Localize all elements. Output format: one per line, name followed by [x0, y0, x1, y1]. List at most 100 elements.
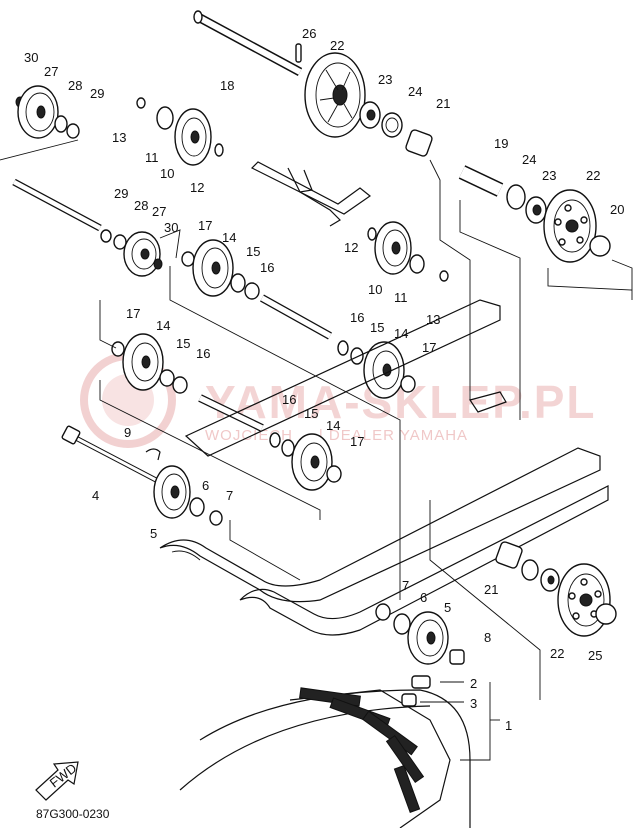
- fwd-label: FWD: [47, 760, 80, 790]
- label-10-right: 10: [368, 282, 382, 297]
- wheel-22-right: [543, 189, 597, 263]
- nut-13-right: [439, 270, 449, 282]
- wheel-22-top: [304, 52, 366, 138]
- label-17-left: 17: [126, 306, 140, 321]
- label-4: 4: [92, 488, 99, 503]
- pin-9: [145, 448, 161, 461]
- label-14-mid: 14: [326, 418, 340, 433]
- label-29-mid: 29: [114, 186, 128, 201]
- label-16-mid: 16: [282, 392, 296, 407]
- label-16-right: 16: [350, 310, 364, 325]
- center-arm: [250, 161, 372, 227]
- label-1: 1: [505, 718, 512, 733]
- spacer-21-top: [405, 129, 433, 157]
- label-30-mid: 30: [164, 220, 178, 235]
- slide-rail-front: [159, 447, 601, 603]
- label-27-top: 27: [44, 64, 58, 79]
- wheel-14-upper: [192, 239, 234, 297]
- label-14-upper: 14: [222, 230, 236, 245]
- label-25: 25: [588, 648, 602, 663]
- wheel-27-top: [17, 85, 59, 139]
- axle-19: [458, 165, 504, 197]
- label-17-upper: 17: [198, 218, 212, 233]
- label-27-mid: 27: [152, 204, 166, 219]
- bearing-11-right: [409, 254, 425, 274]
- label-15-mid: 15: [304, 406, 318, 421]
- leader-lines: [0, 139, 633, 761]
- label-14-left: 14: [156, 318, 170, 333]
- nut-30-mid: [153, 258, 163, 270]
- label-12-right: 12: [344, 240, 358, 255]
- label-19: 19: [494, 136, 508, 151]
- label-28-top: 28: [68, 78, 82, 93]
- pin-26: [295, 43, 302, 63]
- wheel-5-left: [153, 465, 191, 519]
- label-26: 26: [302, 26, 316, 41]
- nut-13-top: [136, 97, 146, 109]
- collar-29-top: [66, 123, 80, 139]
- axle-short-upper: [260, 294, 332, 340]
- label-22-lower: 22: [550, 646, 564, 661]
- nut-7-left: [209, 510, 223, 526]
- bearing-6-left: [189, 497, 205, 517]
- label-23-right: 23: [542, 168, 556, 183]
- axle-short-middle: [198, 394, 264, 432]
- bearing-28-mid: [113, 234, 127, 250]
- label-6-right: 6: [420, 590, 427, 605]
- bearing-11-top: [156, 106, 174, 130]
- label-24-top: 24: [408, 84, 422, 99]
- cap-20: [589, 235, 611, 257]
- nut-17-right: [400, 375, 416, 393]
- wheel-5-right: [407, 611, 449, 665]
- label-14-right: 14: [394, 326, 408, 341]
- label-6-left: 6: [202, 478, 209, 493]
- wheel-10-right: [374, 221, 412, 275]
- wheel-10-top: [174, 108, 212, 166]
- label-23-top: 23: [378, 72, 392, 87]
- nut-17-upper: [181, 251, 195, 267]
- clip-12-top: [214, 143, 224, 157]
- collar-24-top: [381, 112, 403, 138]
- spacer-21-lower: [495, 541, 523, 569]
- fwd-arrow-icon: FWD: [35, 760, 80, 801]
- nut-8: [449, 649, 465, 665]
- label-11-top: 11: [145, 150, 159, 165]
- label-5-right: 5: [444, 600, 451, 615]
- label-18: 18: [220, 78, 234, 93]
- label-15-left: 15: [176, 336, 190, 351]
- label-21-top: 21: [436, 96, 450, 111]
- bearing-15-right: [350, 347, 364, 365]
- label-15-right: 15: [370, 320, 384, 335]
- collar-16-left: [172, 376, 188, 394]
- bearing-6-right: [393, 613, 411, 635]
- cap-25: [595, 603, 617, 625]
- label-30-top: 30: [24, 50, 38, 65]
- label-13-top: 13: [112, 130, 126, 145]
- track-belt: [179, 675, 471, 828]
- wheel-27-mid: [123, 231, 161, 277]
- label-3: 3: [470, 696, 477, 711]
- shaft-left: [12, 178, 102, 232]
- label-29-top: 29: [90, 86, 104, 101]
- label-22-top: 22: [330, 38, 344, 53]
- label-17-mid: 17: [350, 434, 364, 449]
- bolt-4: [61, 425, 158, 483]
- collar-24-right: [506, 184, 526, 210]
- label-15-upper: 15: [246, 244, 260, 259]
- label-11-right: 11: [394, 290, 408, 305]
- label-2: 2: [470, 676, 477, 691]
- collar-16-upper: [244, 282, 260, 300]
- bearing-15-left: [159, 369, 175, 387]
- wheel-14-mid: [291, 433, 333, 491]
- label-16-left: 16: [196, 346, 210, 361]
- label-24-right: 24: [522, 152, 536, 167]
- label-5-left: 5: [150, 526, 157, 541]
- label-9: 9: [124, 425, 131, 440]
- collar-16-right: [337, 340, 349, 356]
- wheel-14-left: [122, 333, 164, 391]
- slide-rail-rear: [239, 485, 609, 636]
- nut-17-left: [111, 341, 125, 357]
- label-12-top: 12: [190, 180, 204, 195]
- label-20: 20: [610, 202, 624, 217]
